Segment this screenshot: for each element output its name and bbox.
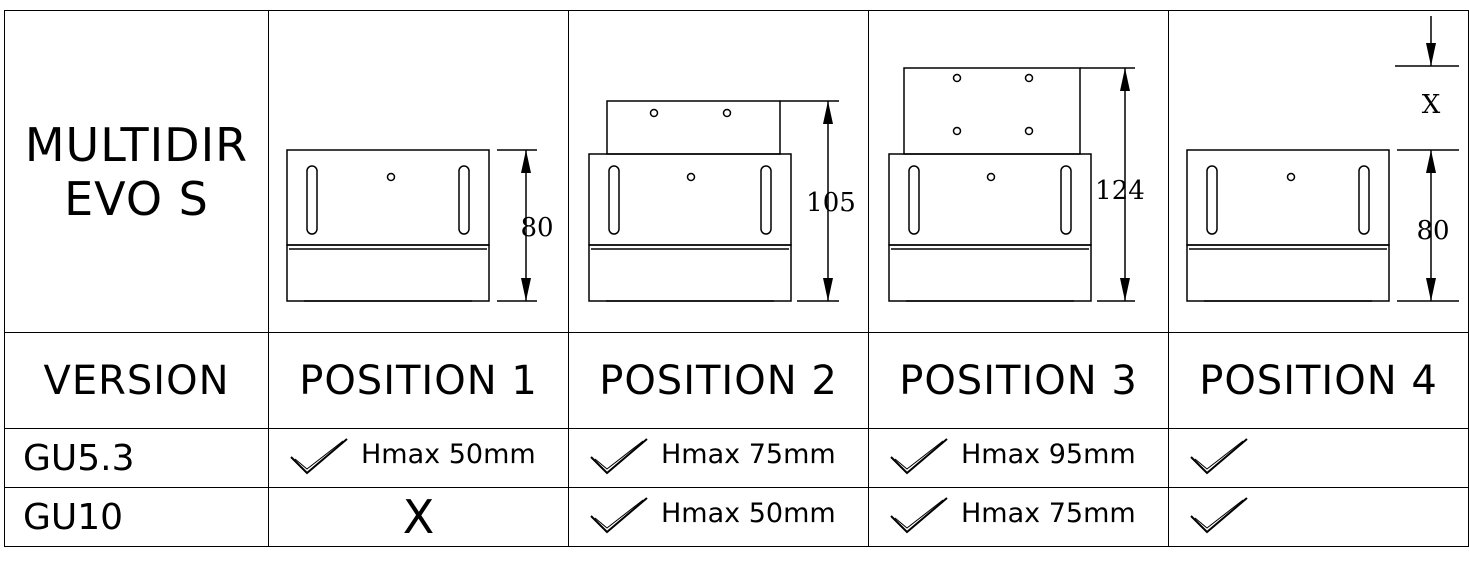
checkmark-icon: [1190, 497, 1248, 534]
gu10-position-4: [1168, 487, 1469, 547]
fixture-drawing-3: 124: [888, 67, 1145, 302]
product-name-line1: MULTIDIR: [24, 117, 249, 172]
gu10-position-2: Hmax 50mm: [568, 487, 869, 547]
gu53-position-1: Hmax 50mm: [268, 428, 569, 488]
product-name-line2: EVO S: [64, 171, 209, 226]
gu53-position-2: Hmax 75mm: [568, 428, 869, 488]
table-row-gu10: GU10 X Hmax 50mm Hmax 75mm: [4, 487, 1469, 547]
position-2-header: POSITION 2: [568, 332, 869, 429]
gu10-p3-hmax: Hmax 75mm: [961, 498, 1136, 529]
version-header: VERSION: [4, 332, 269, 429]
checkmark-icon: [290, 438, 348, 475]
checkmark-icon: [1190, 438, 1248, 475]
checkmark-icon: [890, 497, 948, 534]
position-header-row: VERSION POSITION 1 POSITION 2 POSITION 3…: [4, 332, 1469, 429]
dimension-label-1: 80: [520, 213, 553, 243]
product-name-cell: MULTIDIR EVO S: [4, 10, 269, 333]
compatibility-table: MULTIDIR EVO S 80: [4, 10, 1469, 547]
gu10-position-3: Hmax 75mm: [868, 487, 1169, 547]
position-4-header: POSITION 4: [1168, 332, 1469, 429]
gu53-position-3: Hmax 95mm: [868, 428, 1169, 488]
offset-label-x: X: [1422, 90, 1441, 120]
version-gu53: GU5.3: [4, 428, 269, 488]
table-row-gu53: GU5.3 Hmax 50mm Hmax 75mm Hmax 95mm: [4, 428, 1469, 488]
drawing-position-1: 80: [268, 10, 569, 333]
dimension-label-4: 80: [1416, 216, 1449, 246]
drawing-row: MULTIDIR EVO S 80: [4, 10, 1469, 333]
gu10-p2-hmax: Hmax 50mm: [661, 498, 836, 529]
version-gu10: GU10: [4, 487, 269, 547]
drawing-position-2: 105: [568, 10, 869, 333]
gu10-position-1-not-compatible: X: [268, 487, 569, 547]
gu53-p2-hmax: Hmax 75mm: [661, 439, 836, 470]
position-3-header: POSITION 3: [868, 332, 1169, 429]
checkmark-icon: [590, 438, 648, 475]
checkmark-icon: [590, 497, 648, 534]
gu53-p3-hmax: Hmax 95mm: [961, 439, 1136, 470]
fixture-drawing-2: 105: [588, 100, 856, 302]
drawing-position-4: X 80: [1168, 10, 1469, 333]
fixture-drawing-4: X 80: [1186, 16, 1459, 302]
drawing-position-3: 124: [868, 10, 1169, 333]
position-1-header: POSITION 1: [268, 332, 569, 429]
fixture-drawing-1: 80: [286, 149, 554, 302]
dimension-label-2: 105: [806, 188, 856, 218]
dimension-label-3: 124: [1095, 176, 1145, 206]
gu53-position-4: [1168, 428, 1469, 488]
gu53-p1-hmax: Hmax 50mm: [361, 439, 536, 470]
checkmark-icon: [890, 438, 948, 475]
